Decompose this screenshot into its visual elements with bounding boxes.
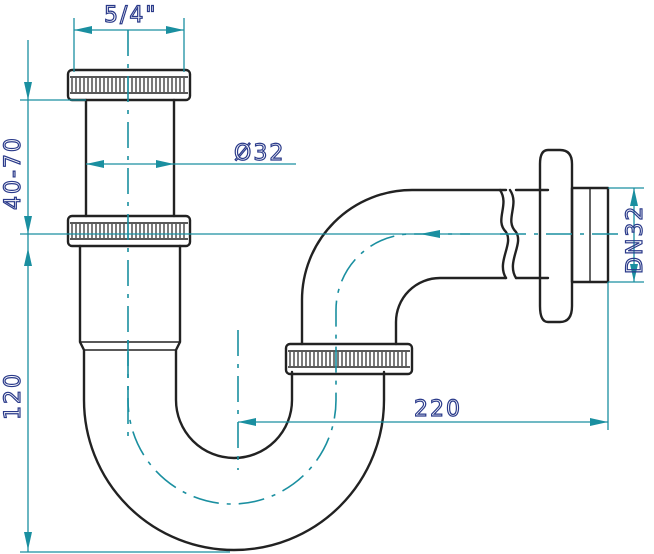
u-bend-tube [78,244,386,552]
dim-height-range-label: 40-70 [1,136,26,210]
dim-top-width [73,18,185,72]
middle-nut [66,214,192,248]
center-lines [127,30,620,505]
dim-diameter [86,160,296,168]
dim-height-range [20,40,510,238]
outlet-bend [300,188,550,346]
dim-height-label: 120 [1,372,26,420]
wall-flange [538,148,610,324]
inlet-tube-upper [84,98,176,218]
dim-diameter-label: Ø32 [234,141,285,166]
dim-length [238,282,609,430]
top-nut [66,68,192,102]
dim-height [20,234,230,553]
dim-top-width-label: 5/4" [104,3,158,28]
dim-length-label: 220 [414,397,462,422]
dim-outlet [608,187,644,283]
dim-outlet-label: DN32 [623,205,648,274]
bend-nut [284,342,414,376]
